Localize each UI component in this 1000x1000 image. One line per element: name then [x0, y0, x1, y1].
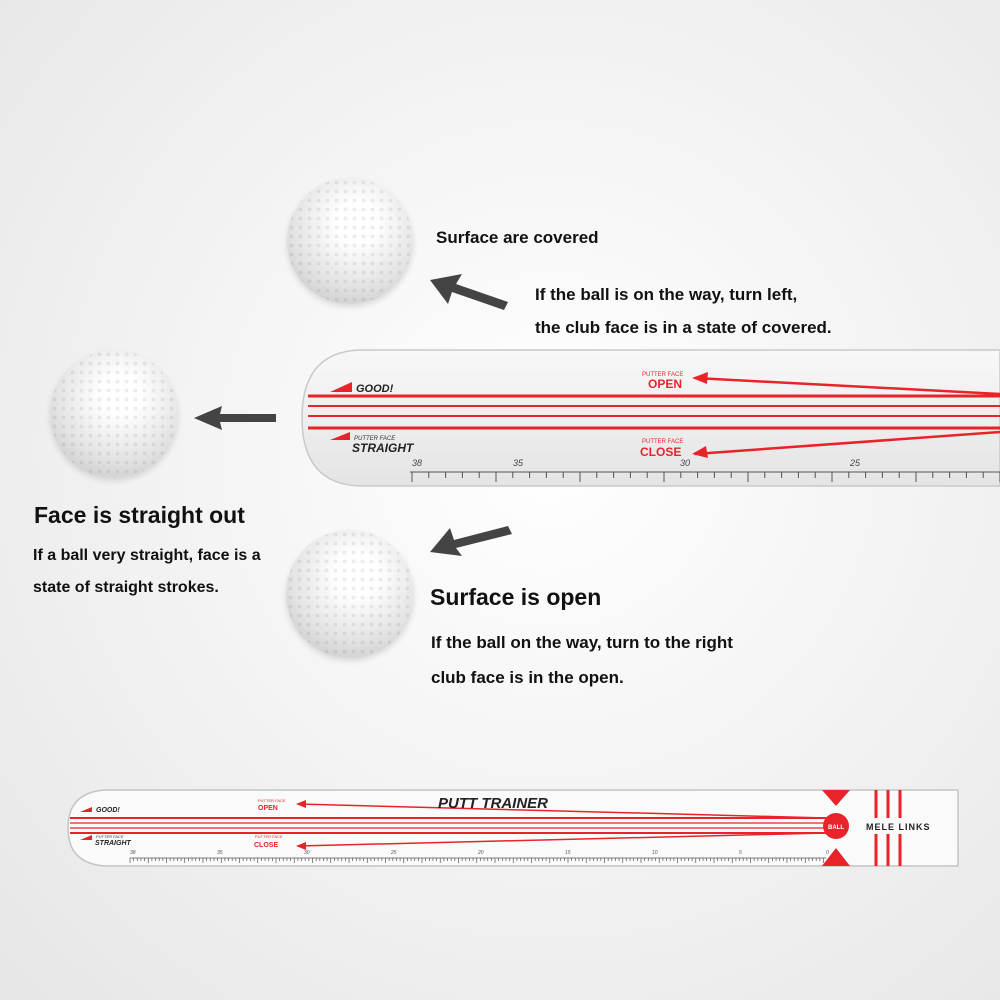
full-tick-label: 10: [652, 850, 658, 856]
closeup-good-label: GOOD!: [356, 383, 394, 395]
closeup-putter-face-small-1: PUTTER FACE: [354, 436, 396, 442]
open-line1: If the ball on the way, turn to the righ…: [431, 633, 733, 652]
covered-line2: the club face is in a state of covered.: [535, 318, 832, 337]
closeup-close-label: CLOSE: [640, 445, 681, 459]
arrow-left-icon: [192, 404, 278, 432]
full-title: PUTT TRAINER: [438, 795, 548, 812]
trainer-closeup: GOOD! PUTTER FACE STRAIGHT PUTTER FACE O…: [301, 349, 1000, 487]
closeup-tick-38: 38: [412, 458, 422, 468]
full-brand-label: MELE LINKS: [866, 822, 931, 832]
closeup-tick-35: 35: [513, 458, 524, 468]
full-tick-label: 38: [130, 850, 136, 856]
open-title: Surface is open: [430, 584, 602, 610]
golf-ball-straight: [50, 350, 178, 478]
full-tick-label: 30: [304, 850, 310, 856]
covered-title: Surface are covered: [436, 228, 599, 247]
closeup-putter-face-small-2: PUTTER FACE: [642, 372, 683, 378]
straight-line1: If a ball very straight, face is a: [33, 547, 261, 564]
closeup-tick-25: 25: [849, 458, 861, 468]
full-putter-face-a: PUTTER FACE: [96, 834, 124, 839]
closeup-tick-30: 30: [680, 458, 690, 468]
full-close-label: CLOSE: [254, 842, 278, 849]
closeup-open-label: OPEN: [648, 377, 682, 391]
golf-ball-open: [286, 530, 414, 658]
closeup-straight-label: STRAIGHT: [352, 441, 415, 455]
open-line2: club face is in the open.: [431, 668, 624, 687]
full-ball-label: BALL: [828, 825, 844, 831]
covered-line1: If the ball is on the way, turn left,: [535, 285, 798, 304]
full-tick-label: 25: [390, 850, 397, 856]
full-putter-face-b: PUTTER FACE: [258, 798, 286, 803]
full-open-label: OPEN: [258, 805, 278, 812]
full-tick-label: 15: [565, 850, 571, 856]
full-tick-label: 5: [739, 850, 742, 856]
closeup-putter-face-small-3: PUTTER FACE: [642, 439, 683, 445]
full-straight-label: STRAIGHT: [95, 840, 132, 847]
trainer-full: GOOD! PUTTER FACE STRAIGHT PUTTER FACE O…: [67, 789, 959, 867]
arrow-left-up-icon: [428, 270, 510, 312]
golf-ball-covered: [287, 178, 413, 304]
full-tick-label: 0: [826, 850, 829, 856]
full-putter-face-c: PUTTER FACE: [255, 834, 283, 839]
arrow-left-down-icon: [428, 522, 514, 558]
full-good-label: GOOD!: [96, 807, 120, 814]
straight-title: Face is straight out: [34, 502, 245, 528]
full-tick-label: 35: [217, 850, 223, 856]
full-tick-label: 20: [477, 850, 484, 856]
straight-line2: state of straight strokes.: [33, 579, 219, 596]
